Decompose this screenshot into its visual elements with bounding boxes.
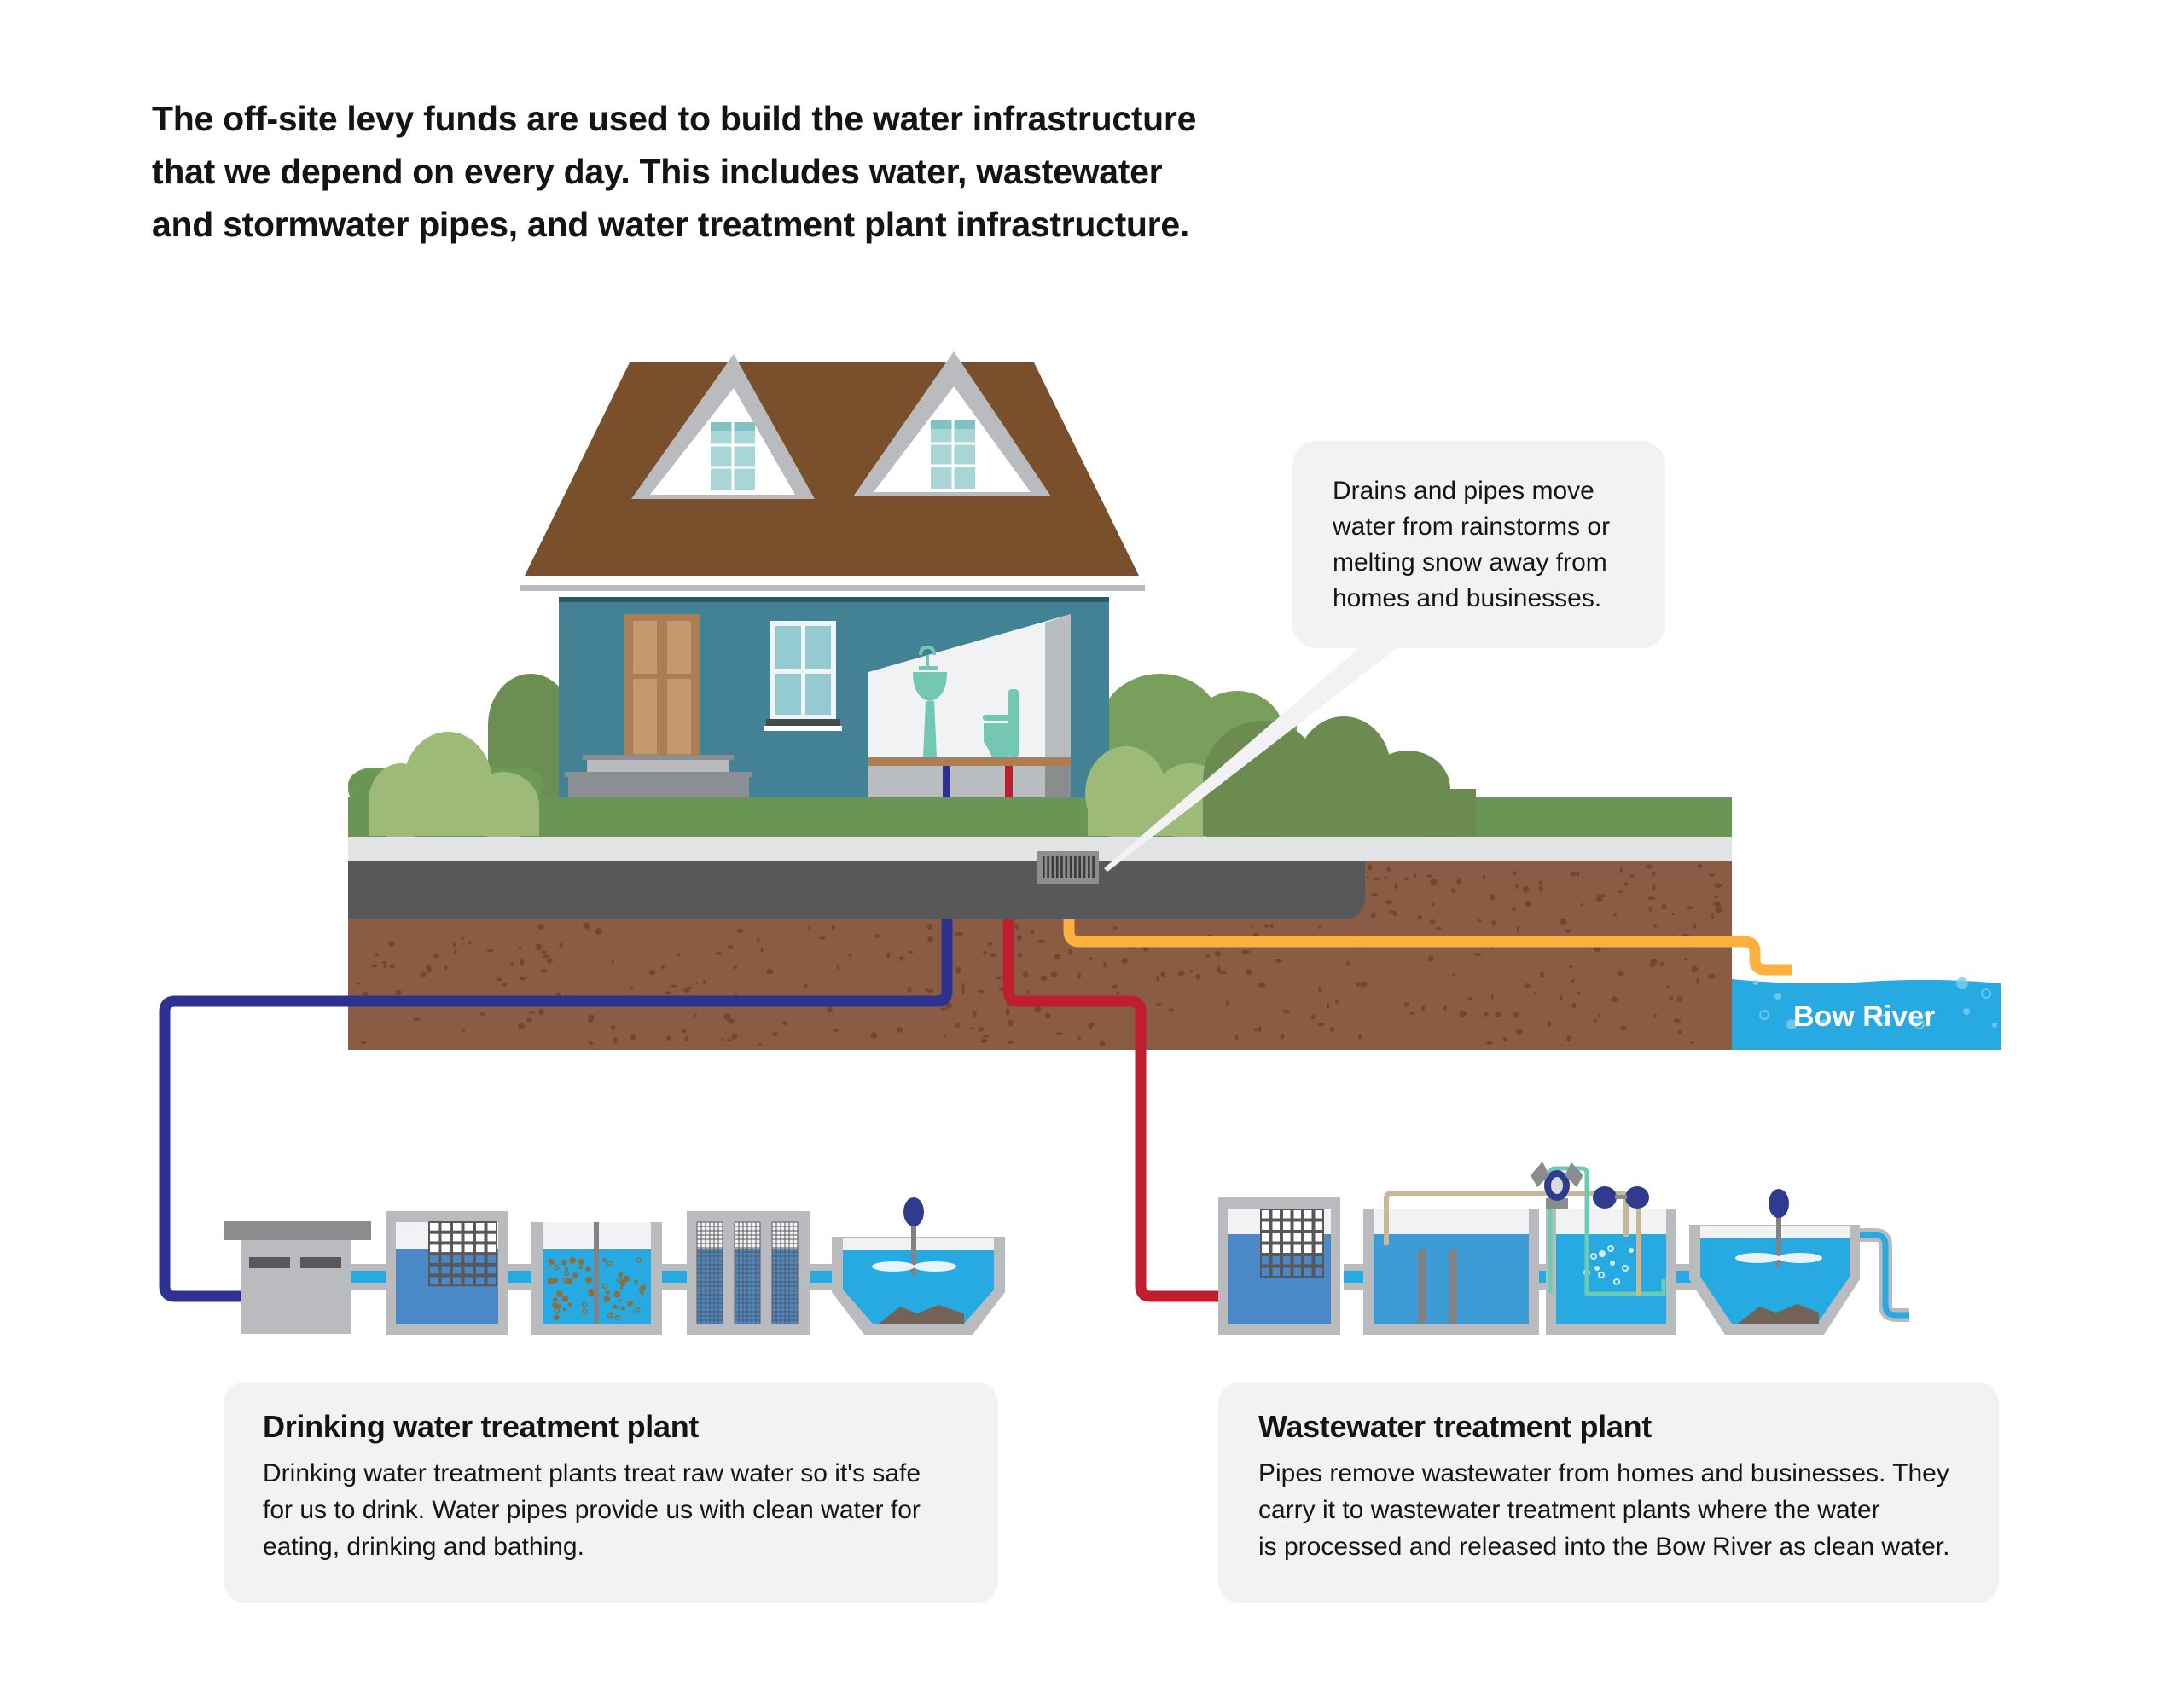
- bathroom-cutaway: [868, 614, 1071, 800]
- intro-line: The off-site levy funds are used to buil…: [152, 99, 1197, 138]
- drinking-water-text-line: eating, drinking and bathing.: [263, 1533, 584, 1561]
- soil-speckles: [356, 863, 1723, 1047]
- wastewater-text-line: carry it to wastewater treatment plants …: [1258, 1496, 1880, 1524]
- ww-screening-tank: [1218, 1197, 1340, 1335]
- primary-settling-tank: [1363, 1209, 1539, 1335]
- grass: [348, 797, 1732, 837]
- roof: [525, 362, 1139, 576]
- drinking-water-title: Drinking water treatment plant: [263, 1409, 700, 1444]
- flocculation-tank: [531, 1222, 662, 1335]
- aeration-tank: [1546, 1209, 1676, 1335]
- stormwater-pipe: [1063, 919, 1792, 976]
- callout-line: homes and businesses.: [1333, 584, 1602, 612]
- air-supply-pipe: [1548, 1166, 1666, 1296]
- drinking-water-text-line: for us to drink. Water pipes provide us …: [263, 1496, 921, 1524]
- storm-drain-grate: [1037, 851, 1099, 884]
- callout-line: melting snow away from: [1333, 548, 1607, 577]
- clarifier-tank: [832, 1197, 1005, 1335]
- house-window: [764, 621, 842, 731]
- callout-line: Drains and pipes move: [1333, 477, 1594, 505]
- drinking-water-plant: [224, 1197, 1005, 1335]
- filtration-tank: [687, 1211, 810, 1335]
- wastewater-plant: [1218, 1162, 1909, 1335]
- house: [520, 351, 1145, 800]
- intro-line: and stormwater pipes, and water treatmen…: [152, 205, 1189, 244]
- callout-line: water from rainstorms or: [1333, 513, 1611, 541]
- wastewater-pipe: [1002, 919, 1220, 1302]
- dormer-window-right: [931, 420, 975, 489]
- drinking-water-text-line: Drinking water treatment plants treat ra…: [263, 1459, 921, 1487]
- dormer-window-left: [711, 422, 755, 490]
- road: [348, 861, 1365, 919]
- drinking-water-info-box: Drinking water treatment plant Drinking …: [224, 1382, 998, 1603]
- drinking-water-pipe: [159, 919, 953, 1302]
- wastewater-title: Wastewater treatment plant: [1258, 1409, 1652, 1444]
- river-label: Bow River: [1793, 1000, 1935, 1033]
- callout-pointer: [1104, 646, 1399, 872]
- motor-icons: [1593, 1186, 1649, 1209]
- blower-icon: [1531, 1162, 1583, 1209]
- intake-building: [224, 1221, 371, 1334]
- wastewater-info-box: Wastewater treatment plant Pipes remove …: [1218, 1382, 1999, 1603]
- intro-line: that we depend on every day. This includ…: [152, 152, 1163, 191]
- stormwater-callout: Drains and pipes move water from rainsto…: [1292, 441, 1665, 648]
- front-door: [624, 614, 700, 757]
- bow-river: Bow River: [1732, 977, 2001, 1050]
- ww-clarifier-tank: [1689, 1189, 1860, 1335]
- front-steps: [565, 755, 752, 800]
- wastewater-text-line: is processed and released into the Bow R…: [1258, 1533, 1950, 1561]
- screening-tank: [386, 1211, 508, 1335]
- sink-icon: [913, 645, 947, 757]
- wastewater-text-line: Pipes remove wastewater from homes and b…: [1258, 1459, 1949, 1487]
- intro-text: The off-site levy funds are used to buil…: [152, 92, 1278, 251]
- bushes-front: [369, 716, 1476, 840]
- toilet-icon: [983, 689, 1019, 757]
